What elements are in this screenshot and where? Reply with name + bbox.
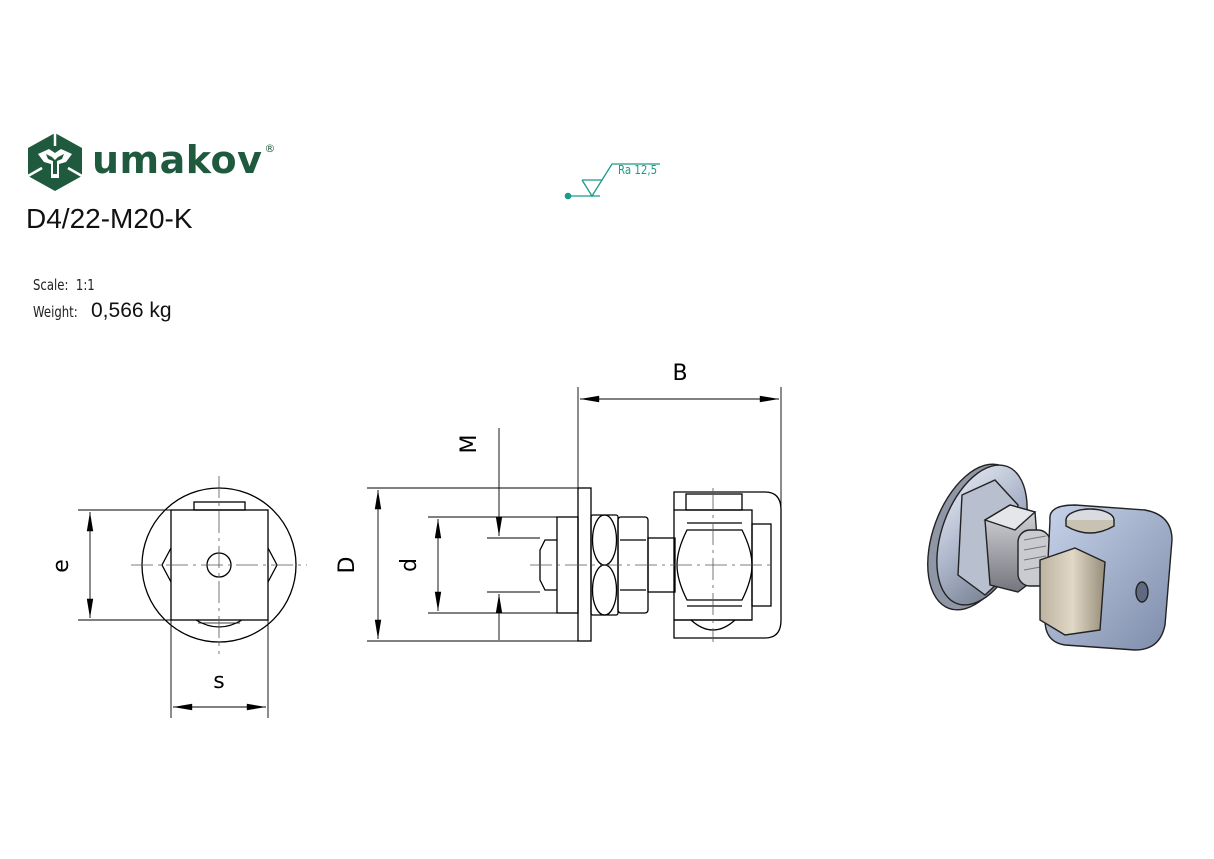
brand-name: umakov®	[92, 138, 276, 182]
brand-logo: umakov®	[26, 132, 296, 192]
dim-label-e: e	[49, 559, 74, 573]
side-view	[367, 387, 782, 642]
dim-label-s: s	[213, 669, 224, 694]
dim-label-D: D	[335, 557, 360, 574]
dim-label-d: d	[397, 558, 422, 572]
weight-value: 0,566 kg	[91, 299, 172, 322]
weight-label: Weight:	[33, 303, 78, 321]
part-code: D4/22-M20-K	[26, 203, 193, 234]
roughness-value: Ra 12,5	[618, 163, 658, 177]
registered-mark: ®	[264, 142, 276, 155]
brand-text: umakov	[92, 138, 263, 182]
iso-3d-render	[927, 463, 1173, 651]
scale-value: 1:1	[75, 276, 95, 294]
scale-label-text: Scale:	[33, 276, 69, 294]
umakov-hexagon-logo-icon	[27, 133, 83, 191]
front-view	[78, 476, 307, 718]
surface-roughness-icon	[564, 163, 660, 200]
properties-block: Scale: 1:1 Weight: 0,566 kg	[33, 274, 253, 324]
surface-finish: Ra 12,5	[560, 158, 670, 204]
dim-label-M: M	[457, 435, 482, 454]
scale-label: Scale: 1:1	[33, 274, 95, 296]
dim-label-B: B	[672, 361, 687, 386]
